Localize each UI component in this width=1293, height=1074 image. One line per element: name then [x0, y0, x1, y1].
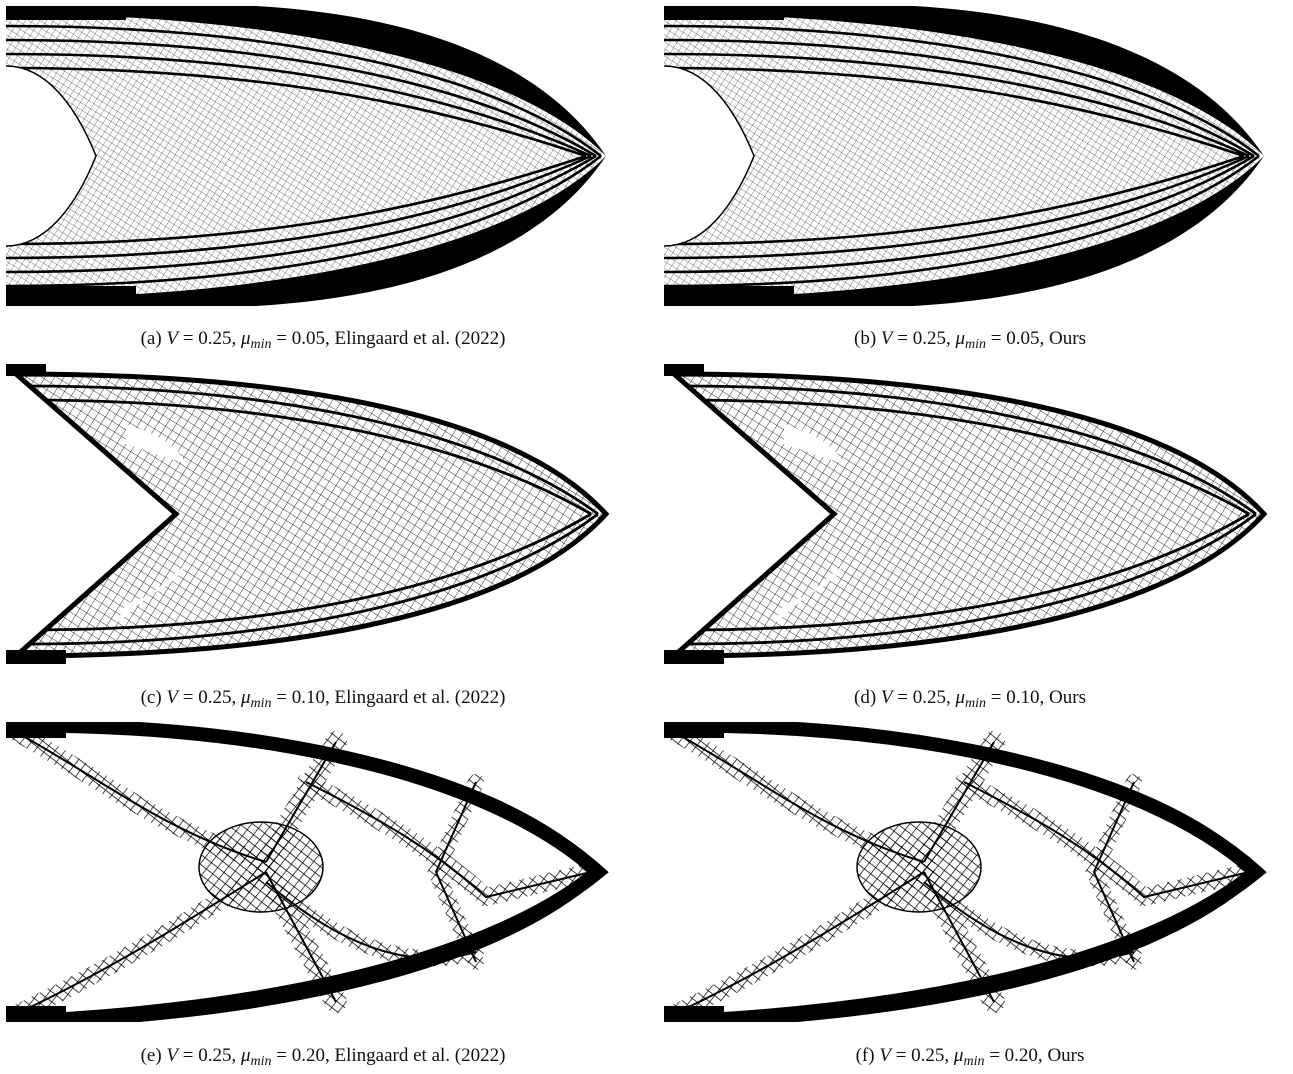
- caption-label: (c): [140, 687, 167, 708]
- caption-label: (b): [854, 328, 881, 349]
- caption-e: (e) V = 0.25, μmin = 0.20, Elingaard et …: [0, 1044, 646, 1074]
- method-name: Ours: [1047, 1045, 1085, 1066]
- method-name: Elingaard et al. (2022): [334, 1045, 506, 1066]
- mu-subscript: min: [250, 696, 272, 711]
- method-name: Elingaard et al. (2022): [334, 687, 506, 708]
- mu-value: = 0.10,: [271, 687, 335, 708]
- caption-label: (e): [140, 1045, 167, 1066]
- volume-symbol: V: [166, 328, 179, 349]
- panel-d-structure: [664, 364, 1293, 664]
- method-name: Ours: [1049, 687, 1086, 708]
- mu-subscript: min: [250, 337, 272, 352]
- panel-b-structure: [664, 6, 1293, 306]
- mu-value: = 0.05,: [986, 328, 1050, 349]
- mu-symbol: μ: [953, 1045, 964, 1066]
- panel-a-figure: [6, 6, 636, 306]
- panel-b-figure: [664, 6, 1293, 306]
- mu-value: = 0.20,: [271, 1045, 335, 1066]
- volume-symbol: V: [166, 1045, 179, 1066]
- mu-symbol: μ: [240, 687, 251, 708]
- mu-subscript: min: [965, 337, 987, 352]
- caption-label: (d): [854, 687, 881, 708]
- mu-subscript: min: [963, 1054, 985, 1069]
- panel-f-figure: [664, 722, 1293, 1022]
- panel-f-structure: [664, 722, 1293, 1022]
- panel-e-figure: [6, 722, 636, 1022]
- method-name: Elingaard et al. (2022): [334, 328, 506, 349]
- volume-value: = 0.25,: [178, 687, 241, 708]
- caption-label: (a): [140, 328, 167, 349]
- volume-symbol: V: [166, 687, 179, 708]
- mu-symbol: μ: [955, 328, 966, 349]
- panel-d-figure: [664, 364, 1293, 664]
- caption-label: (f): [855, 1045, 880, 1066]
- volume-symbol: V: [880, 687, 893, 708]
- panel-c-structure: [6, 364, 636, 664]
- method-name: Ours: [1049, 328, 1086, 349]
- panel-a-structure: [6, 6, 636, 306]
- caption-f: (f) V = 0.25, μmin = 0.20, Ours: [647, 1044, 1293, 1074]
- mu-subscript: min: [965, 696, 987, 711]
- mu-symbol: μ: [955, 687, 966, 708]
- caption-a: (a) V = 0.25, μmin = 0.05, Elingaard et …: [0, 327, 646, 357]
- mu-value: = 0.10,: [986, 687, 1050, 708]
- caption-d: (d) V = 0.25, μmin = 0.10, Ours: [647, 686, 1293, 716]
- panel-c-figure: [6, 364, 636, 664]
- mu-symbol: μ: [240, 328, 251, 349]
- caption-c: (c) V = 0.25, μmin = 0.10, Elingaard et …: [0, 686, 646, 716]
- volume-symbol: V: [879, 1045, 891, 1066]
- volume-value: = 0.25,: [892, 687, 956, 708]
- volume-value: = 0.25,: [178, 328, 241, 349]
- caption-b: (b) V = 0.25, μmin = 0.05, Ours: [647, 327, 1293, 357]
- panel-e-structure: [6, 722, 636, 1022]
- volume-value: = 0.25,: [890, 1045, 954, 1066]
- mu-symbol: μ: [240, 1045, 251, 1066]
- mu-subscript: min: [250, 1054, 272, 1069]
- volume-value: = 0.25,: [892, 328, 956, 349]
- mu-value: = 0.20,: [984, 1045, 1048, 1066]
- mu-value: = 0.05,: [271, 328, 335, 349]
- volume-symbol: V: [880, 328, 893, 349]
- volume-value: = 0.25,: [178, 1045, 241, 1066]
